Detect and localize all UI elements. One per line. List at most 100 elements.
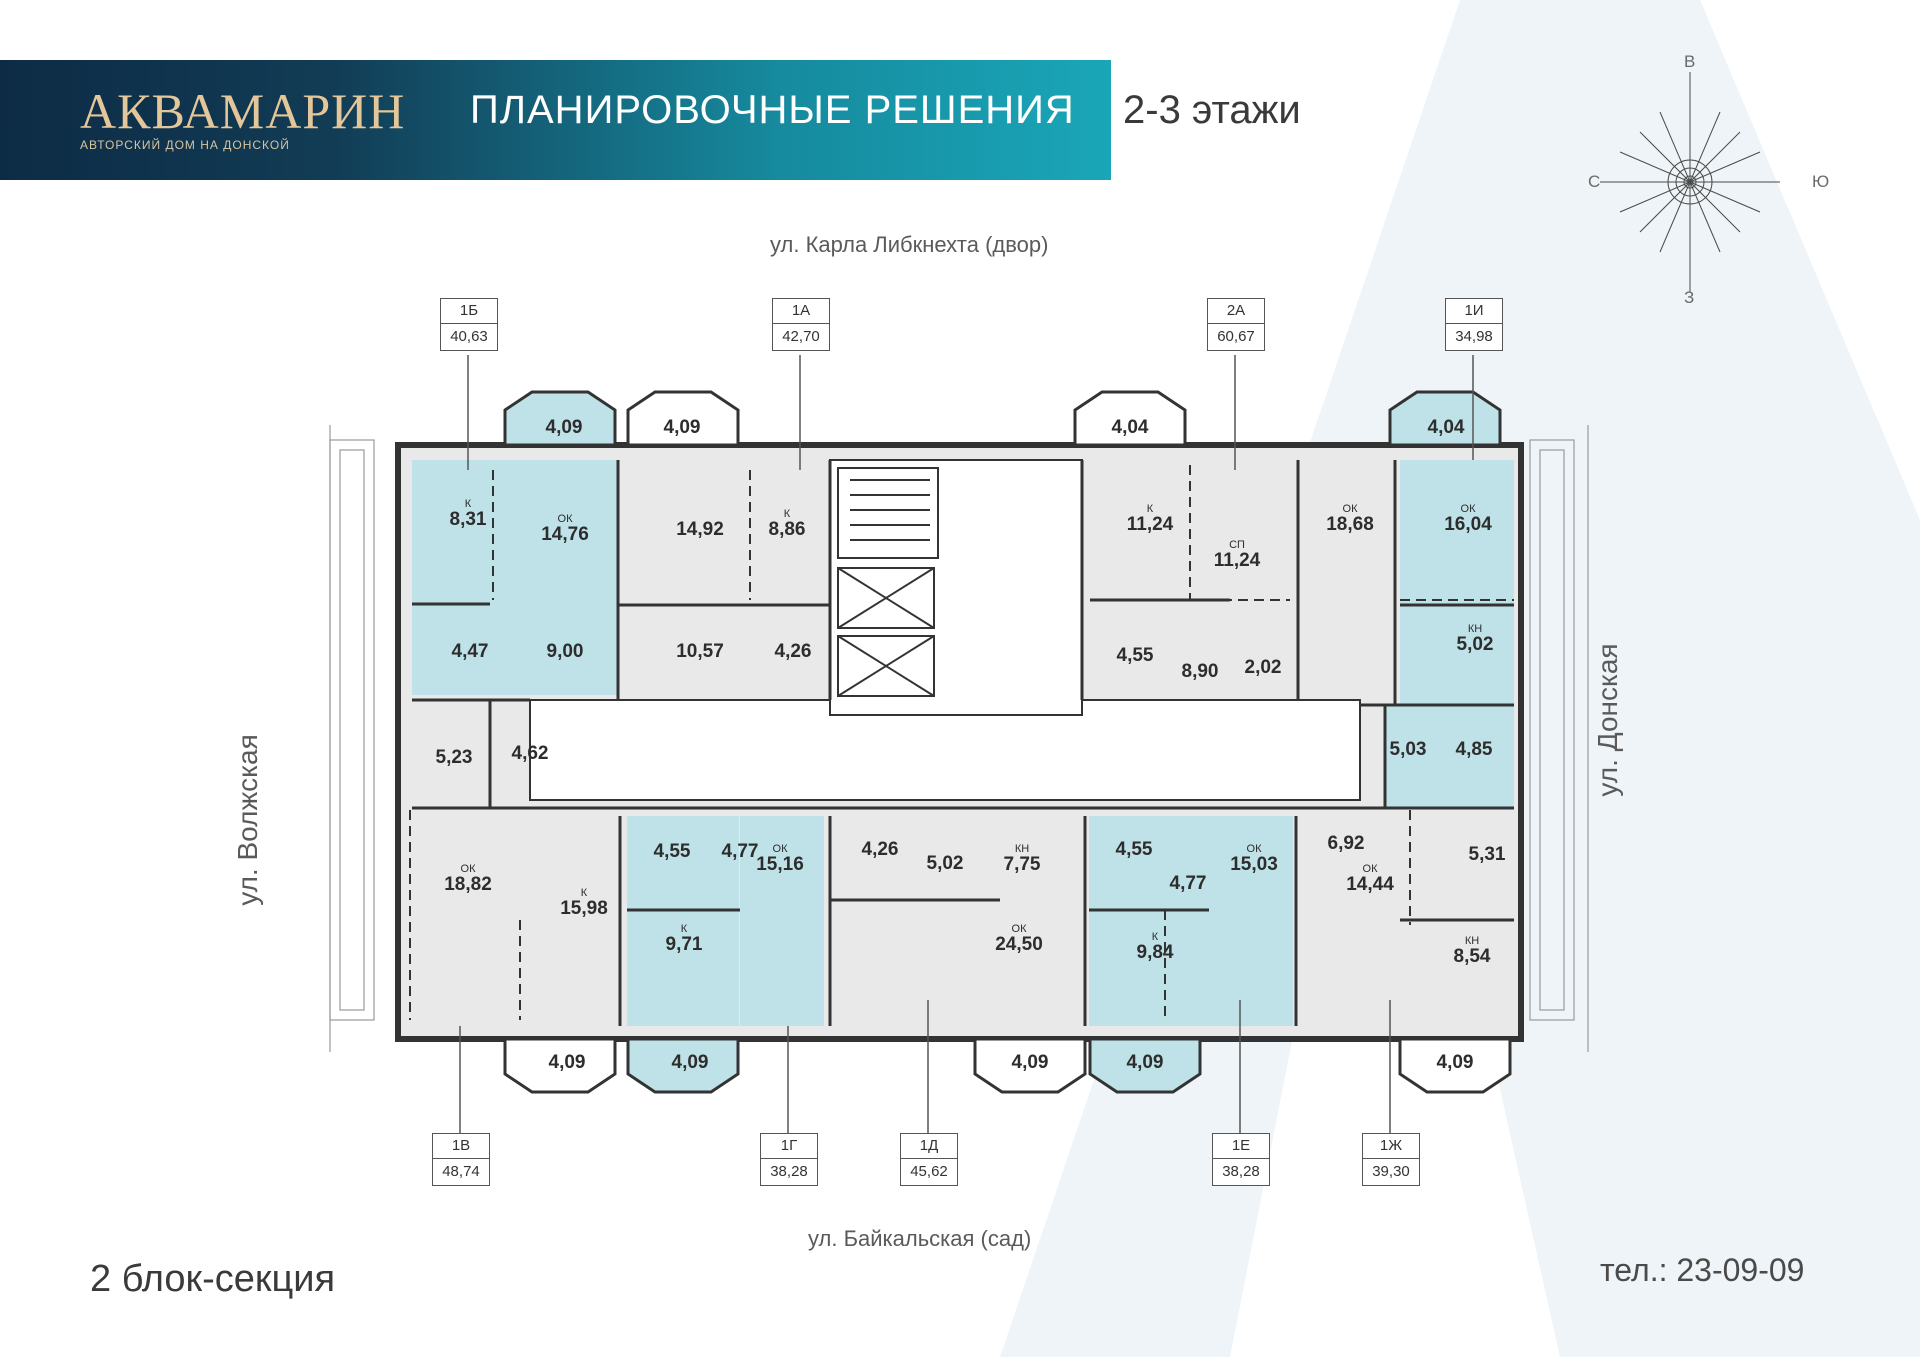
room-type: ОК (557, 513, 573, 525)
room-area: 15,16 (756, 854, 804, 875)
room-type: К (783, 508, 791, 520)
room-area: 4,09 (548, 1052, 586, 1073)
room-area-label: 4,55 (654, 841, 691, 863)
room-area: 4,55 (1116, 645, 1154, 666)
apartment-tag: 1Д 45,62 (900, 1133, 958, 1186)
apartment-area: 45,62 (910, 1163, 948, 1180)
room-area-label: 4,55 (1117, 645, 1154, 667)
apartment-area: 38,28 (1222, 1163, 1260, 1180)
room-area-label: 4,09 (546, 417, 583, 439)
room-area: 4,77 (1169, 873, 1207, 894)
page-title: ПЛАНИРОВОЧНЫЕ РЕШЕНИЯ (470, 88, 1075, 132)
room-area-label: 4,09 (549, 1052, 586, 1074)
apartment-id: 2А (1208, 299, 1264, 324)
room-area-label: 8,90 (1182, 661, 1219, 683)
logo-subtitle: АВТОРСКИЙ ДОМ НА ДОНСКОЙ (80, 138, 290, 152)
apartment-tag: 1Б 40,63 (440, 298, 498, 351)
room-type: КН (1467, 623, 1483, 635)
room-area-label: 4,04 (1428, 417, 1465, 439)
apartment-area: 40,63 (450, 328, 488, 345)
room-type: К (580, 887, 588, 899)
room-type: КН (1464, 935, 1480, 947)
room-area: 14,92 (676, 519, 724, 540)
apartment-area: 60,67 (1217, 328, 1255, 345)
room-type: ОК (1460, 503, 1476, 515)
phone-number: тел.: 23-09-09 (1600, 1252, 1805, 1288)
room-area: 4,09 (545, 417, 583, 438)
side-facades (329, 425, 1589, 1052)
apartment-area: 39,30 (1372, 1163, 1410, 1180)
room-area: 10,57 (676, 641, 724, 662)
apartment-tag: 1Г 38,28 (760, 1133, 818, 1186)
room-area-label: 9,00 (547, 641, 584, 663)
room-area: 14,76 (541, 524, 589, 545)
room-area: 4,77 (721, 841, 759, 862)
room-area: 4,85 (1455, 739, 1493, 760)
section-label: 2 блок-секция (90, 1258, 336, 1300)
room-area-label: 4,62 (512, 743, 549, 765)
room-area-label: 4,26 (775, 641, 812, 663)
compass: В З С Ю (1560, 52, 1829, 312)
room-area: 15,03 (1230, 854, 1278, 875)
highlighted-apartments (412, 460, 1514, 1026)
apartment-tag: 1И 34,98 (1445, 298, 1503, 351)
room-area: 4,62 (511, 743, 549, 764)
room-area: 4,09 (663, 417, 701, 438)
room-type: ОК (1342, 503, 1358, 515)
room-area-label: 5,23 (436, 747, 473, 769)
room-area-label: 5,31 (1469, 844, 1506, 866)
room-type: ОК (1011, 923, 1027, 935)
room-type: К (1146, 503, 1154, 515)
room-area: 4,47 (451, 641, 489, 662)
compass-east: Ю (1812, 172, 1830, 191)
room-area: 4,55 (1115, 839, 1153, 860)
room-area: 4,26 (861, 839, 899, 860)
room-area-label: 4,04 (1112, 417, 1149, 439)
room-type: К (464, 498, 472, 510)
apartment-id: 1Ж (1363, 1134, 1419, 1159)
room-area: 4,04 (1427, 417, 1465, 438)
room-area: 18,68 (1326, 514, 1374, 535)
room-area: 24,50 (995, 934, 1043, 955)
room-area: 9,71 (665, 934, 703, 955)
compass-rose-icon (1600, 72, 1780, 292)
room-area: 9,00 (546, 641, 584, 662)
room-type: К (1151, 931, 1159, 943)
street-top: ул. Карла Либкнехта (двор) (770, 232, 1049, 257)
room-area-label: 4,09 (664, 417, 701, 439)
apartment-tag: 2А 60,67 (1207, 298, 1265, 351)
room-area: 4,09 (1436, 1052, 1474, 1073)
room-area: 4,09 (1126, 1052, 1164, 1073)
room-area: 8,90 (1181, 661, 1219, 682)
room-area: 4,09 (671, 1052, 709, 1073)
room-type: СП (1229, 539, 1245, 551)
room-area: 11,24 (1126, 514, 1174, 535)
header-banner: АКВАМАРИН АВТОРСКИЙ ДОМ НА ДОНСКОЙ ПЛАНИ… (0, 60, 1111, 180)
room-area: 8,54 (1453, 946, 1491, 967)
room-type: ОК (772, 843, 788, 855)
room-area: 11,24 (1213, 550, 1261, 571)
room-area-label: 5,02 (927, 853, 964, 875)
room-area: 6,92 (1327, 833, 1365, 854)
compass-south: З (1684, 288, 1695, 307)
room-area: 5,03 (1389, 739, 1427, 760)
room-area: 9,84 (1136, 942, 1174, 963)
apartment-id: 1А (773, 299, 829, 324)
apartment-id: 1Е (1213, 1134, 1269, 1159)
apartment-tag: 1Ж 39,30 (1362, 1133, 1420, 1186)
street-bottom: ул. Байкальская (сад) (808, 1226, 1032, 1251)
room-area: 4,04 (1111, 417, 1149, 438)
room-area-label: 4,26 (862, 839, 899, 861)
logo: АКВАМАРИН (80, 83, 406, 139)
